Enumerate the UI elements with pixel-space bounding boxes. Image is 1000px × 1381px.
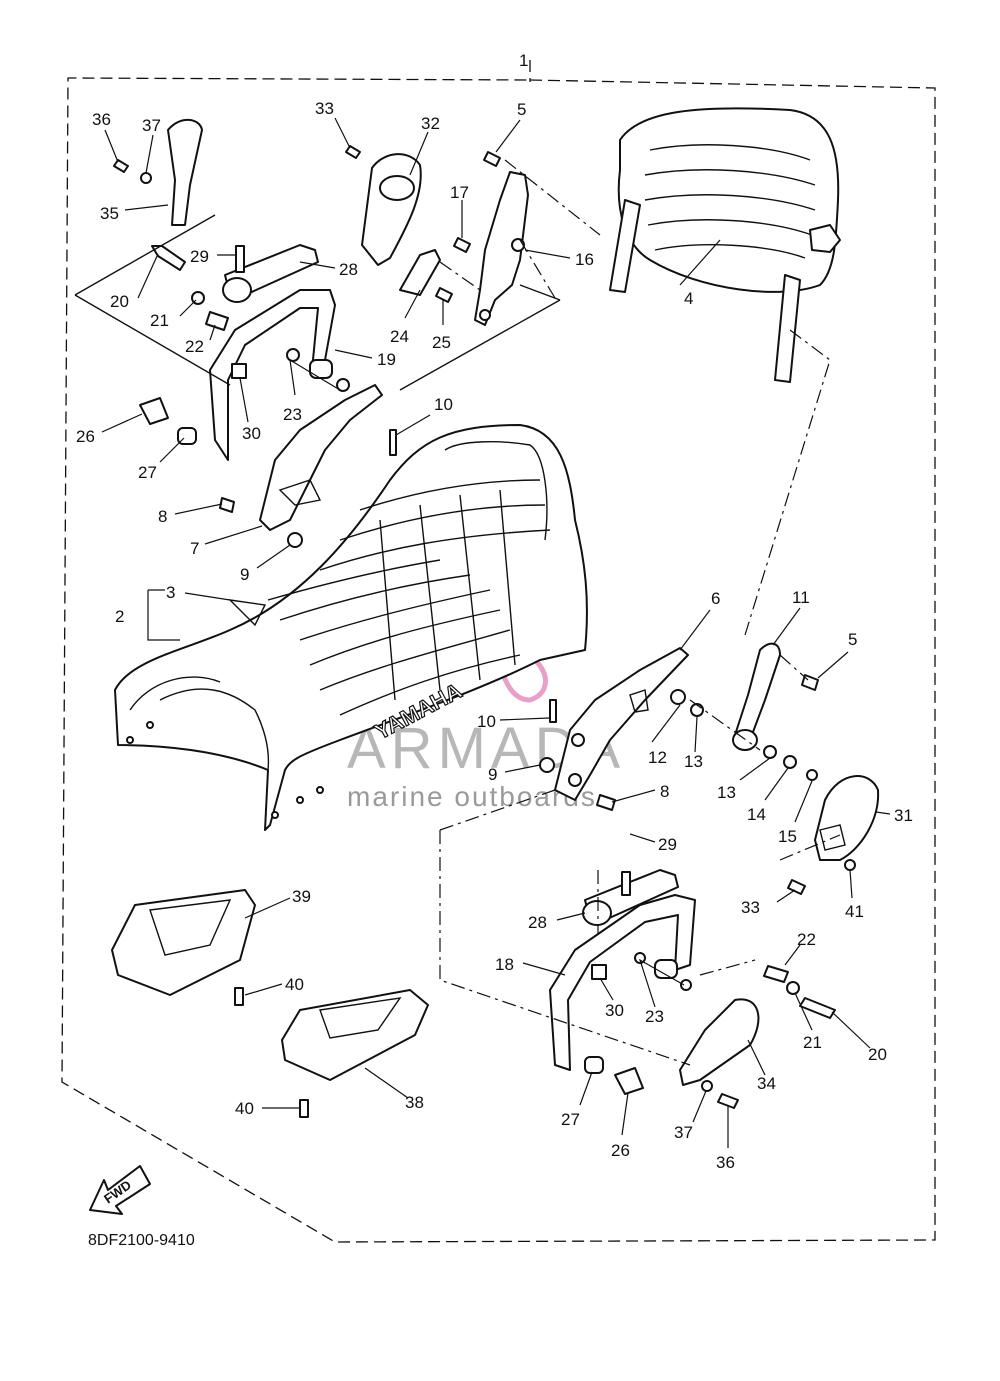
assembly-boundary — [61, 60, 936, 1243]
callout-18: 18 — [495, 955, 514, 974]
callout-8-left: 8 — [158, 507, 167, 526]
handle-bar-18 — [549, 894, 696, 1071]
callout-23-upper: 23 — [283, 405, 302, 424]
callout-7: 7 — [190, 539, 199, 558]
callout-37-upper: 37 — [142, 116, 161, 135]
drawing-code: 8DF2100-9410 — [88, 1232, 195, 1249]
callout-1: 1 — [519, 51, 528, 70]
handle-bar-19 — [209, 289, 336, 461]
callout-25: 25 — [432, 333, 451, 352]
callout-14: 14 — [747, 805, 766, 824]
callout-17: 17 — [450, 183, 469, 202]
callout-27-upper: 27 — [138, 463, 157, 482]
callout-13-right: 13 — [717, 783, 736, 802]
callout-12: 12 — [648, 748, 667, 767]
callout-29-upper: 29 — [190, 247, 209, 266]
lever-24 — [399, 249, 441, 296]
section-outline-lines — [74, 214, 561, 391]
callout-29-lower: 29 — [658, 835, 677, 854]
callout-10-lower: 10 — [477, 712, 496, 731]
callout-27-lower: 27 — [561, 1110, 580, 1129]
callout-4: 4 — [684, 289, 693, 308]
lever-35 — [167, 118, 203, 226]
grip-28-upper — [222, 244, 319, 303]
callout-36-upper: 36 — [92, 110, 111, 129]
callout-26-upper: 26 — [76, 427, 95, 446]
callout-31: 31 — [894, 806, 913, 825]
callout-33-upper: 33 — [315, 99, 334, 118]
callout-11: 11 — [792, 588, 810, 607]
leader-lines — [101, 117, 891, 1148]
lever-11 — [732, 642, 781, 751]
callout-30-upper: 30 — [242, 424, 261, 443]
callout-20-lower: 20 — [868, 1045, 887, 1064]
callout-6: 6 — [711, 589, 720, 608]
callout-40-upper: 40 — [285, 975, 304, 994]
cover-31 — [814, 775, 880, 861]
fwd-direction-arrow: FWD — [89, 1165, 151, 1215]
assembly-lines — [439, 159, 841, 1066]
callout-41: 41 — [845, 902, 864, 921]
callout-5-upper: 5 — [517, 100, 526, 119]
callout-32: 32 — [421, 114, 440, 133]
callout-28-lower: 28 — [528, 913, 547, 932]
callout-24: 24 — [390, 327, 409, 346]
side-bracket-6 — [554, 647, 689, 801]
callout-38: 38 — [405, 1093, 424, 1112]
callout-10-upper: 10 — [434, 395, 453, 414]
callout-22-lower: 22 — [797, 930, 816, 949]
callout-9-left: 9 — [240, 565, 249, 584]
callout-5-lower: 5 — [848, 630, 857, 649]
callout-13-left: 13 — [684, 752, 703, 771]
seat-assembly: YAMAHA — [114, 424, 588, 831]
callout-3: 3 — [166, 583, 175, 602]
watermark-subtitle: marine outboards — [347, 781, 597, 812]
cover-32 — [361, 153, 422, 266]
callout-21-lower: 21 — [803, 1033, 822, 1052]
callout-33-lower: 33 — [741, 898, 760, 917]
callout-39: 39 — [292, 887, 311, 906]
small-fasteners — [113, 145, 856, 1118]
backrest-pad — [609, 107, 841, 383]
callout-40-lower: 40 — [235, 1099, 254, 1118]
side-bracket-7 — [259, 384, 383, 531]
callout-8-right: 8 — [660, 782, 669, 801]
callout-28-upper: 28 — [339, 260, 358, 279]
callout-21-upper: 21 — [150, 311, 169, 330]
step-38 — [281, 989, 429, 1081]
callout-2: 2 — [115, 607, 124, 626]
callout-9-right: 9 — [488, 765, 497, 784]
step-39 — [111, 889, 256, 996]
callout-22-upper: 22 — [185, 337, 204, 356]
callout-16: 16 — [575, 250, 594, 269]
callout-37-lower: 37 — [674, 1123, 693, 1142]
callout-35: 35 — [100, 204, 119, 223]
callout-19: 19 — [377, 350, 396, 369]
callout-labels: 1 2 3 4 5 5 6 7 8 8 9 9 10 10 11 12 13 1… — [76, 51, 913, 1172]
callout-34: 34 — [757, 1074, 776, 1093]
callout-15: 15 — [778, 827, 797, 846]
hinge-plate-16 — [474, 171, 529, 326]
lever-34 — [679, 998, 760, 1086]
callout-36-lower: 36 — [716, 1153, 735, 1172]
callout-20-upper: 20 — [110, 292, 129, 311]
callout-26-lower: 26 — [611, 1141, 630, 1160]
callout-30-lower: 30 — [605, 1001, 624, 1020]
callout-23-lower: 23 — [645, 1007, 664, 1026]
